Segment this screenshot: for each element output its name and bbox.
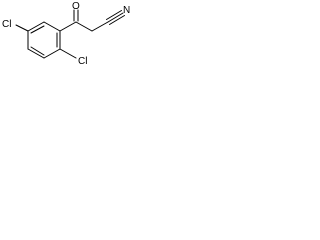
bond-ring-to-carbonyl: [59, 21, 77, 32]
benzene-ring: [27, 21, 61, 59]
ring-bond: [43, 48, 61, 59]
bond-ch2-to-nitrile-c: [91, 21, 109, 32]
bond-ring-to-cl-top: [15, 24, 29, 32]
ring-double-bond: [30, 46, 45, 56]
atom-label-cl-bottom: Cl: [78, 56, 87, 67]
chemical-structure-drawing: Cl O N Cl: [2, 1, 130, 67]
ring-bond: [27, 48, 45, 59]
ring-double-bond: [30, 25, 45, 34]
bond-nitrile-triple: [107, 12, 124, 23]
bond-ring-to-cl-bottom: [59, 48, 77, 59]
ring-bond: [43, 21, 61, 32]
atom-label-oxygen: O: [72, 1, 80, 12]
atom-label-cl-top: Cl: [2, 19, 11, 30]
atom-label-nitrogen: N: [123, 5, 130, 16]
ring-bond: [27, 21, 45, 32]
bond-nitrile-triple: [106, 10, 122, 20]
bond-carbonyl-to-ch2: [75, 21, 93, 32]
bond-nitrile-triple: [109, 15, 125, 25]
